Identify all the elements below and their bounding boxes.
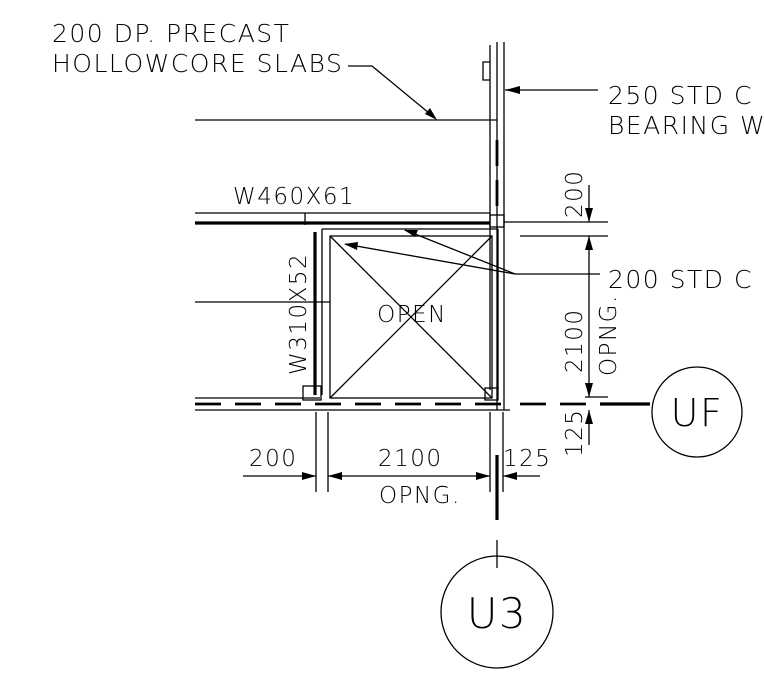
dim-2100-vertical: 2100 [562, 308, 588, 373]
bearing-note-line2: BEARING W [608, 111, 764, 140]
dim-125-vertical: 125 [562, 409, 588, 457]
bearing-note-leader [505, 86, 598, 94]
std-note-leader [344, 229, 600, 275]
grid-bubble-u3: U3 [440, 555, 554, 669]
slab-lines [195, 119, 497, 303]
bearing-note-line1: 250 STD C [608, 81, 753, 110]
dim-200-vertical: 200 [562, 170, 588, 218]
dim-opng-horizontal: OPNG. [379, 483, 461, 509]
grid-bubble-uf: UF [651, 366, 743, 458]
slab-note-line1: 200 DP. PRECAST [52, 19, 290, 48]
slab-note-line2: HOLLOWCORE SLABS [52, 49, 343, 78]
dim-2100-horizontal: 2100 [378, 446, 443, 472]
vertical-dimensions [504, 185, 608, 445]
beam-label: W460X61 [233, 184, 355, 210]
grid-bubble-uf-label: UF [671, 391, 724, 435]
bottom-beam [195, 397, 650, 411]
opening-label: OPEN [377, 302, 447, 328]
column-beam-label: W310X52 [286, 253, 312, 375]
dim-200-horizontal: 200 [249, 446, 297, 472]
beam-w460x61 [195, 212, 505, 228]
slab-note-leader [348, 65, 437, 120]
bearing-wall [482, 42, 505, 410]
opening-frame [302, 228, 499, 401]
dim-125-horizontal: 125 [503, 446, 551, 472]
grid-bubble-u3-label: U3 [467, 589, 527, 638]
std-note-label: 200 STD C [608, 265, 753, 294]
dim-opng-vertical: OPNG. [596, 294, 622, 376]
horizontal-dimensions [243, 412, 540, 492]
